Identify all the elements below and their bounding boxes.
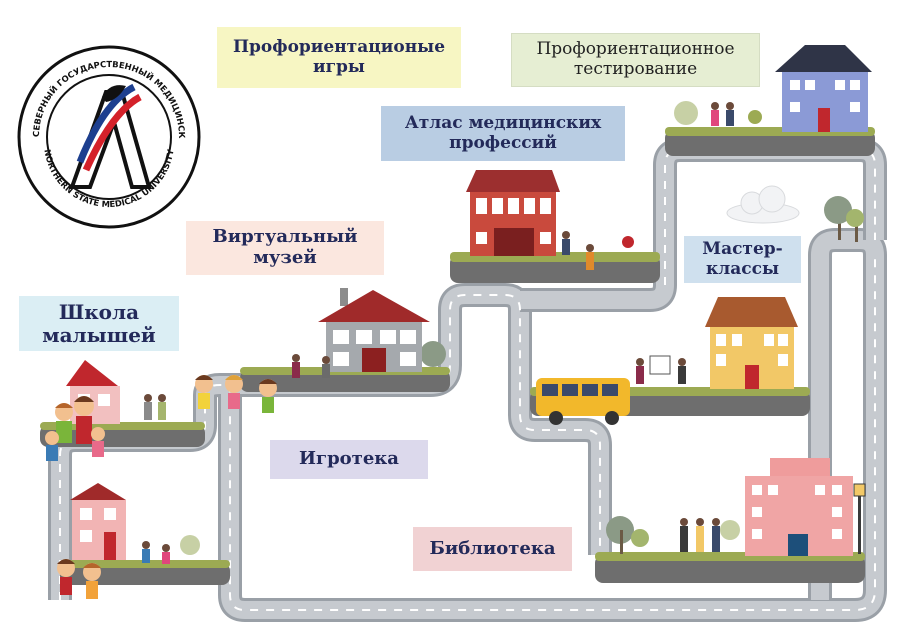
label-playroom[interactable]: Игротека xyxy=(270,440,428,479)
platform-library xyxy=(595,555,865,583)
bus xyxy=(536,378,630,425)
platform-playroom xyxy=(60,563,230,585)
cloud xyxy=(726,185,800,224)
label-games[interactable]: Профориентационые игры xyxy=(217,27,461,88)
building-atlas xyxy=(466,170,560,256)
label-library[interactable]: Библиотека xyxy=(413,527,572,571)
label-school[interactable]: Школа малышей xyxy=(19,296,179,351)
label-atlas[interactable]: Атлас медицинских профессий xyxy=(381,106,625,161)
label-masterclass[interactable]: Мастер- классы xyxy=(684,236,801,283)
building-playroom xyxy=(70,483,126,560)
logo-emblem-a xyxy=(69,83,152,189)
building-school xyxy=(66,360,120,424)
trees xyxy=(180,101,864,555)
label-testing[interactable]: Профориентационное тестирование xyxy=(511,33,760,87)
kids xyxy=(45,375,277,599)
building-masterclass xyxy=(705,297,798,389)
platform-testing xyxy=(665,130,875,156)
building-museum xyxy=(318,288,430,372)
building-testing xyxy=(775,45,872,132)
building-library xyxy=(745,458,866,556)
label-museum[interactable]: Виртуальный музей xyxy=(186,221,384,275)
university-logo: СЕВЕРНЫЙ ГОСУДАРСТВЕННЫЙ МЕДИЦИНСКИЙ УНИ… xyxy=(14,42,201,229)
people xyxy=(142,102,734,564)
